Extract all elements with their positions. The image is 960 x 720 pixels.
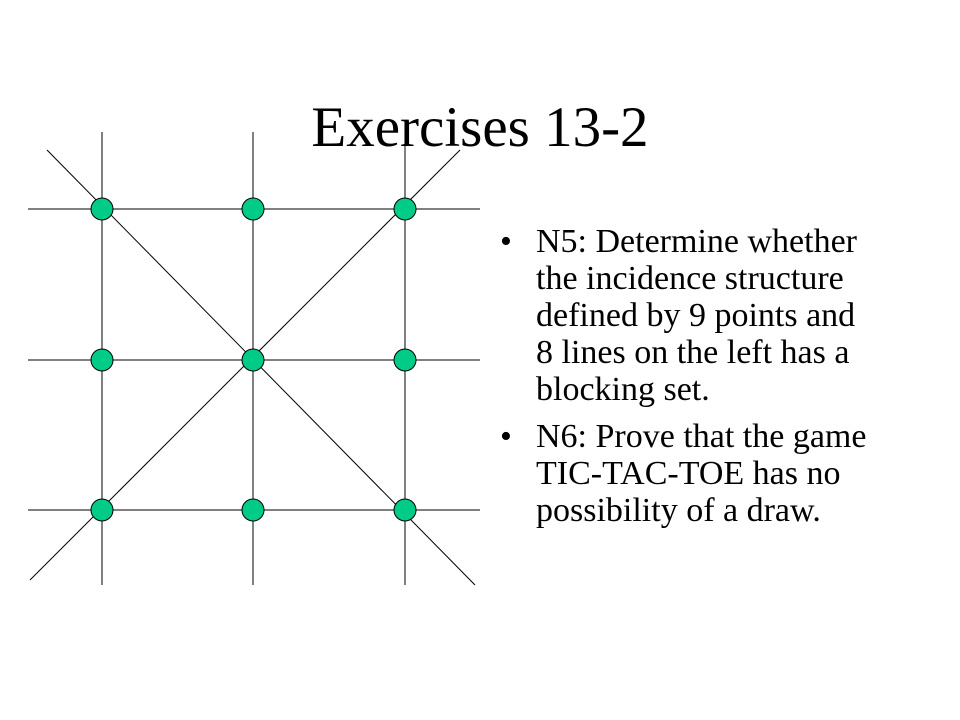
bullet-text: N6: Prove that the game TIC-TAC-TOE has … bbox=[536, 418, 867, 529]
point bbox=[393, 197, 417, 221]
points bbox=[90, 197, 417, 522]
point bbox=[393, 498, 417, 522]
point bbox=[241, 498, 265, 522]
point bbox=[241, 197, 265, 221]
point bbox=[90, 197, 114, 221]
bullet-marker: • bbox=[500, 418, 512, 455]
point bbox=[90, 498, 114, 522]
bullet-item-n6: • N6: Prove that the game TIC-TAC-TOE ha… bbox=[500, 418, 880, 529]
point bbox=[90, 348, 114, 372]
slide-title: Exercises 13-2 bbox=[311, 96, 649, 159]
bullet-list: • N5: Determine whether the incidence st… bbox=[500, 223, 880, 539]
bullet-item-n5: • N5: Determine whether the incidence st… bbox=[500, 223, 880, 408]
point bbox=[393, 348, 417, 372]
point bbox=[241, 348, 265, 372]
bullet-marker: • bbox=[500, 223, 512, 260]
bullet-text: N5: Determine whether the incidence stru… bbox=[536, 223, 857, 408]
